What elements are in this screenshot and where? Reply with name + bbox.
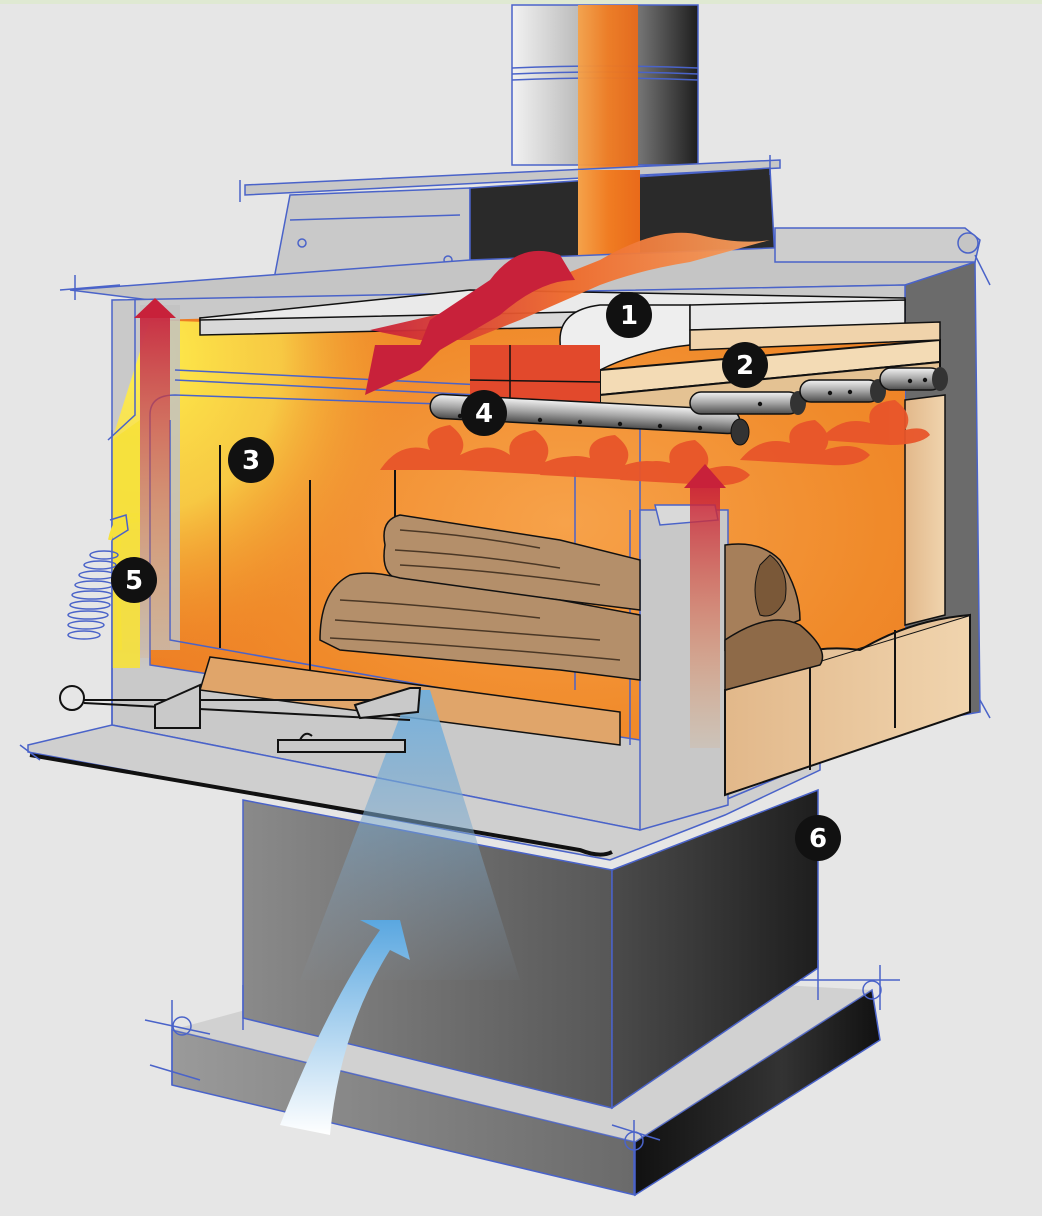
flames xyxy=(380,400,930,486)
baffle-and-secondary-burn xyxy=(199,232,941,421)
callout-1-label: 1 xyxy=(620,301,638,331)
pedestal-base xyxy=(144,788,900,1197)
air-damper-rod[interactable] xyxy=(59,683,422,753)
callout-2-label: 2 xyxy=(736,351,754,381)
callout-4: 4 xyxy=(461,390,507,436)
callout-5: 5 xyxy=(111,557,157,603)
callout-2: 2 xyxy=(722,342,768,388)
callout-6: 6 xyxy=(795,815,841,861)
callout-6-label: 6 xyxy=(809,824,827,854)
chimney-flue-pipe xyxy=(511,4,699,245)
top-strip xyxy=(0,0,1042,4)
callout-3-label: 3 xyxy=(242,446,260,476)
callout-5-label: 5 xyxy=(125,566,143,596)
secondary-air-tubes xyxy=(429,367,948,446)
firewood-logs xyxy=(319,514,824,691)
callout-1: 1 xyxy=(606,292,652,338)
callout-3: 3 xyxy=(228,437,274,483)
convection-arrows xyxy=(134,298,726,1135)
callout-4-label: 4 xyxy=(475,399,493,429)
